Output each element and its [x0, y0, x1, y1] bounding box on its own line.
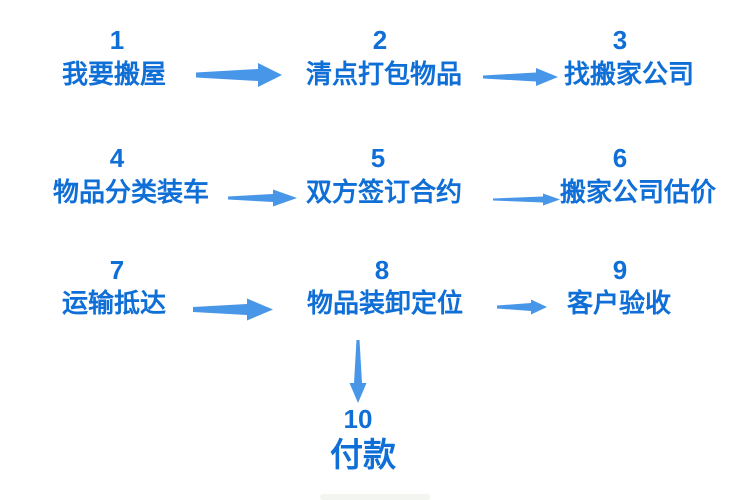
step-label-5: 双方签订合约 [305, 177, 463, 207]
step-number-1: 1 [109, 25, 125, 55]
arrow-step1-step2 [196, 63, 282, 87]
arrow-step2-step3 [483, 68, 558, 86]
arrow-step5-step6 [493, 193, 560, 206]
arrow-step8-step10-down [349, 340, 367, 403]
arrow-step7-step8 [193, 298, 273, 321]
step-number-7: 7 [109, 255, 125, 285]
step-label-6: 搬家公司估价 [559, 177, 717, 207]
step-number-5: 5 [370, 143, 386, 173]
step-number-6: 6 [612, 143, 628, 173]
arrow-step8-step9 [497, 299, 547, 315]
step-label-10: 付款 [330, 436, 396, 473]
step-number-3: 3 [612, 25, 628, 55]
step-label-3: 找搬家公司 [563, 59, 695, 89]
step-label-1: 我要搬屋 [61, 59, 167, 89]
bottom-edge-artifact [320, 494, 430, 500]
arrow-step4-step5 [228, 189, 297, 207]
step-label-7: 运输抵达 [61, 288, 167, 318]
step-number-10: 10 [343, 404, 373, 434]
step-label-2: 清点打包物品 [305, 59, 463, 89]
step-number-8: 8 [374, 255, 390, 285]
step-number-9: 9 [612, 255, 628, 285]
step-label-9: 客户验收 [566, 288, 672, 318]
step-label-8: 物品装卸定位 [306, 288, 464, 318]
step-label-4: 物品分类装车 [52, 177, 210, 207]
step-number-4: 4 [109, 143, 125, 173]
step-number-2: 2 [372, 25, 388, 55]
